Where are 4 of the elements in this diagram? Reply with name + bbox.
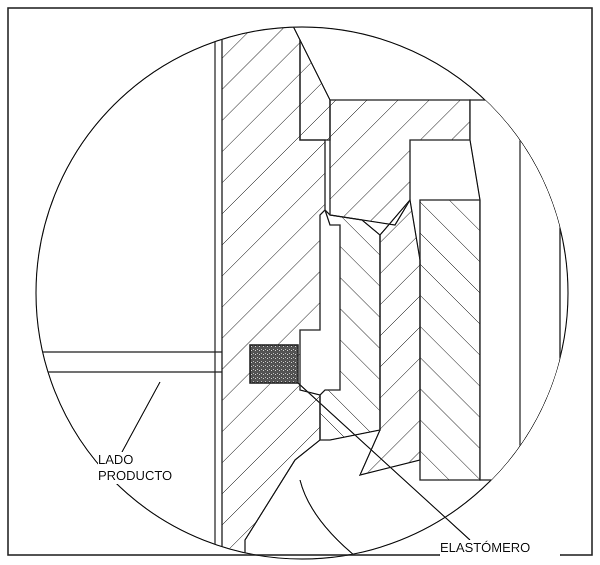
leader-line xyxy=(298,382,470,540)
elastomer-seal xyxy=(249,344,299,384)
leader-line xyxy=(121,382,161,452)
part-label: ELASTÓMERO xyxy=(440,540,560,556)
